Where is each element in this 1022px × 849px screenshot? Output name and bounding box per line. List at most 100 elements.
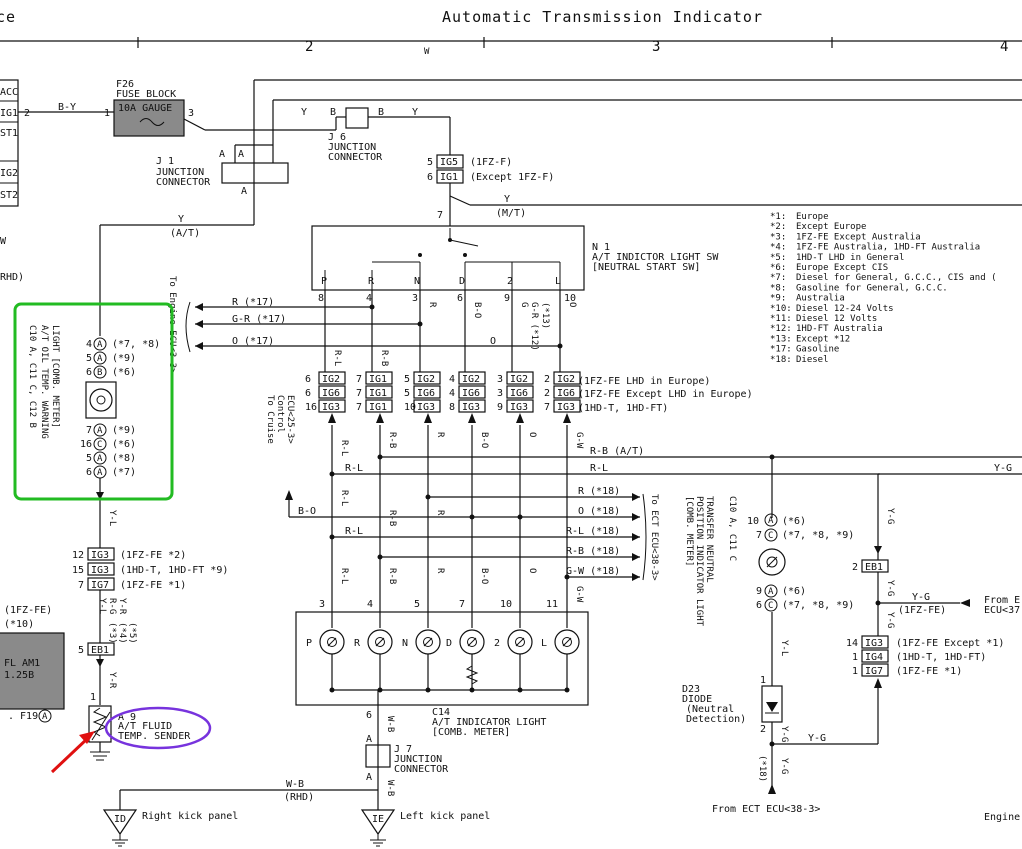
svg-text:Y-R: Y-R	[117, 598, 127, 615]
svg-text:. F19: . F19	[8, 711, 38, 722]
svg-text:W: W	[0, 236, 7, 247]
svg-text:(*7, *8, *9): (*7, *8, *9)	[782, 600, 854, 611]
oil-light-bulb	[89, 388, 113, 412]
svg-text:(*7, *8, *9): (*7, *8, *9)	[782, 530, 854, 541]
oil-light-pin-letter: A	[97, 354, 103, 364]
ig-connector-label: IG3	[322, 402, 340, 413]
svg-text:A/T OIL TEMP. WARNING: A/T OIL TEMP. WARNING	[39, 325, 49, 439]
ig-to-c14-wires: R-L R-B R B-O O G-W R-L R-B R R-L R-B R …	[328, 413, 584, 603]
bulb-stroke	[515, 637, 525, 647]
svg-text:Control: Control	[275, 395, 285, 433]
ig-connector-box	[413, 399, 441, 413]
grid-w: W	[424, 47, 430, 57]
bulb-filament	[562, 637, 572, 647]
ig-connector-box	[553, 371, 581, 385]
svg-text:N: N	[414, 276, 420, 287]
svg-text:(1HD-T, 1HD-FT): (1HD-T, 1HD-FT)	[578, 403, 668, 414]
svg-text:G-R (*12): G-R (*12)	[529, 302, 539, 351]
svg-text:5: 5	[78, 645, 84, 656]
note-key: *8:	[770, 283, 786, 293]
ig-connector-label: IG3	[557, 402, 575, 413]
note-value: Except *12	[796, 334, 850, 344]
bulb-filament	[327, 637, 337, 647]
bulb-stroke	[423, 637, 433, 647]
oil-light-pin-note: (*9)	[112, 353, 136, 364]
oil-light-pin-letter: B	[97, 368, 102, 378]
svg-text:C: C	[768, 531, 773, 541]
svg-text:(1HD-T, 1HD-FT *9): (1HD-T, 1HD-FT *9)	[120, 565, 228, 576]
svg-text:R: R	[435, 432, 445, 438]
oil-light-pin: 16	[80, 439, 92, 450]
svg-text:(RHD): (RHD)	[284, 792, 314, 803]
ig-pin-number: 10	[404, 402, 416, 413]
ig-connector-label: IG2	[557, 374, 575, 385]
svg-text:Y-G: Y-G	[779, 726, 789, 742]
svg-text:(1FZ-FE): (1FZ-FE)	[4, 605, 52, 616]
oil-light-pin-circle	[93, 351, 107, 365]
note-key: *6:	[770, 263, 786, 273]
svg-text:O: O	[527, 568, 537, 573]
svg-text:A: A	[241, 186, 247, 197]
note-value: Europe Except CIS	[796, 263, 888, 273]
svg-text:B-O: B-O	[479, 432, 489, 448]
svg-text:R (*17): R (*17)	[232, 297, 274, 308]
ig-connector-box	[318, 399, 346, 413]
connector-eb1-left: EB1 5	[78, 642, 115, 656]
ig-pin-number: 16	[305, 402, 317, 413]
note-value: Diesel 12-24 Volts	[796, 304, 894, 314]
svg-text:1: 1	[760, 675, 766, 686]
red-pointer-arrow	[50, 731, 95, 774]
svg-text:8: 8	[318, 293, 324, 304]
svg-text:5: 5	[414, 599, 420, 610]
svg-text:IG7: IG7	[865, 666, 883, 677]
ig-connector-box	[413, 371, 441, 385]
svg-text:10: 10	[500, 599, 512, 610]
svg-text:Y: Y	[301, 107, 307, 118]
svg-text:9: 9	[756, 586, 762, 597]
ig-connector-box	[458, 371, 486, 385]
svg-text:4: 4	[367, 599, 373, 610]
svg-text:(1FZ-FE): (1FZ-FE)	[898, 605, 946, 616]
svg-text:From E: From E	[984, 595, 1020, 606]
ig-connector-box	[458, 385, 486, 399]
note-value: 1FZ-FE Australia, 1HD-FT Australia	[796, 243, 980, 253]
ig-connector-box	[318, 385, 346, 399]
ig-pin-number: 3	[497, 388, 503, 399]
svg-text:POSITION INDICATOR LIGHT: POSITION INDICATOR LIGHT	[694, 496, 704, 627]
svg-text:(1FZ-F): (1FZ-F)	[470, 157, 512, 168]
svg-text:[COMB. METER]: [COMB. METER]	[432, 727, 510, 738]
svg-text:7: 7	[756, 530, 762, 541]
ig-pin-number: 8	[449, 402, 455, 413]
c14-junction-dot	[425, 687, 431, 693]
svg-text:ECU<37: ECU<37	[984, 605, 1020, 616]
svg-text:3: 3	[412, 293, 418, 304]
note-value: 1HD-T LHD in General	[796, 253, 904, 263]
svg-text:9: 9	[504, 293, 510, 304]
svg-text:R-B (A/T): R-B (A/T)	[590, 446, 644, 457]
svg-text:Y-G: Y-G	[808, 733, 826, 744]
svg-text:R-B: R-B	[387, 568, 397, 584]
note-key: *18:	[770, 355, 792, 365]
svg-text:2: 2	[507, 276, 513, 287]
oil-light-pin: 5	[86, 453, 92, 464]
svg-text:ID: ID	[114, 814, 126, 825]
svg-text:A/T FLUID: A/T FLUID	[118, 721, 172, 732]
svg-text:5: 5	[427, 157, 433, 168]
svg-text:JUNCTION: JUNCTION	[156, 167, 204, 178]
svg-text:G-W: G-W	[574, 432, 584, 449]
svg-text:1: 1	[852, 652, 858, 663]
note-key: *17:	[770, 345, 792, 355]
c14-junction-dot	[517, 687, 523, 693]
svg-text:Y-L: Y-L	[107, 510, 117, 526]
svg-text:6: 6	[427, 172, 433, 183]
svg-text:10A GAUGE: 10A GAUGE	[118, 103, 172, 114]
svg-text:IG1: IG1	[440, 172, 458, 183]
at-fluid-temp-sender: 1 A 9 A/T FLUID TEMP. SENDER	[88, 692, 191, 761]
svg-text:G-R (*17): G-R (*17)	[232, 314, 286, 325]
svg-text:1: 1	[852, 666, 858, 677]
c14-junction-dot	[329, 687, 335, 693]
oil-light-pin-letter: A	[97, 468, 103, 478]
oil-light-pin-letter: A	[97, 454, 103, 464]
